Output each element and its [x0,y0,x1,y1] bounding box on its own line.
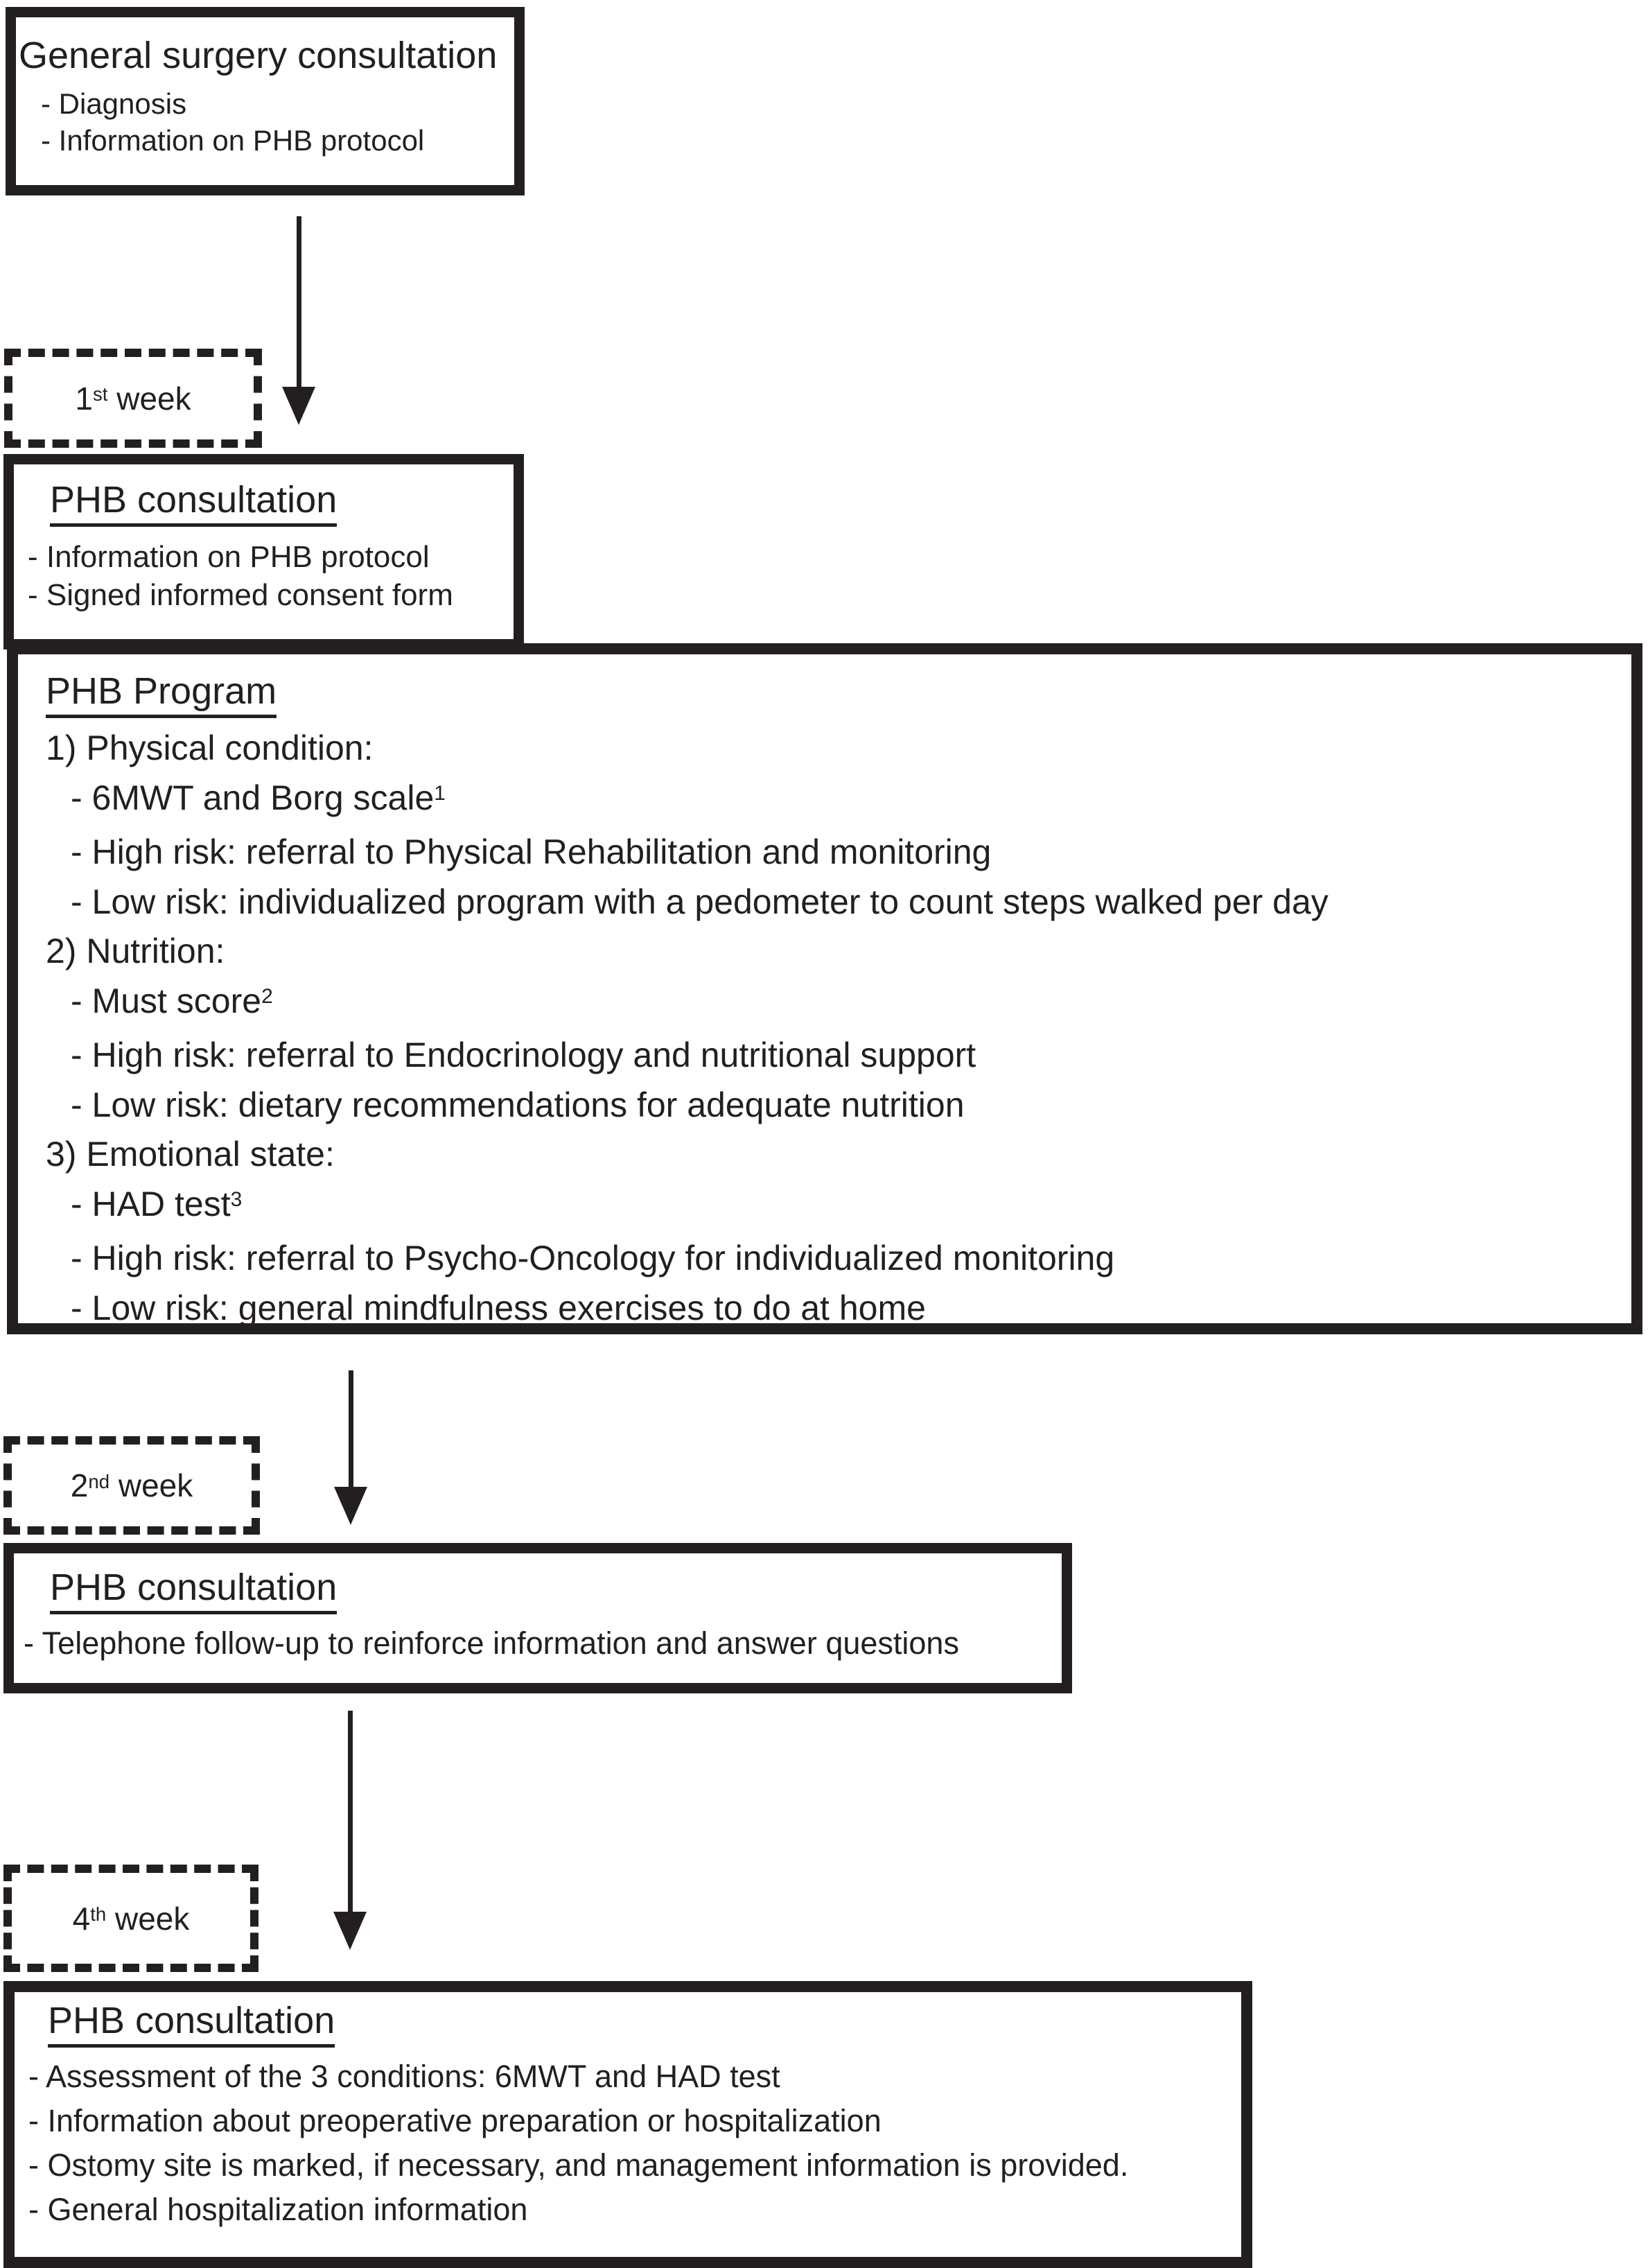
phb-consultation-week4-bullet-ostomy: - Ostomy site is marked, if necessary, a… [28,2147,1129,2183]
week-4-number: 4 [72,1900,91,1937]
week-2-number: 2 [70,1467,89,1503]
phb-consultation-week1-bullet-list: - Information on PHB protocol - Signed i… [28,538,514,614]
program-item-physical-high-risk: - High risk: referral to Physical Rehabi… [71,832,992,871]
phb-consultation-week1-box: PHB consultation - Information on PHB pr… [3,454,524,649]
general-surgery-consultation-box: General surgery consultation - Diagnosis… [6,7,525,195]
arrow-down-line-icon [349,1370,353,1487]
arrow-down-line-icon [297,216,301,387]
general-surgery-bullet-phb-info: - Information on PHB protocol [41,124,425,157]
week-2-ordinal: nd [88,1470,110,1492]
week-4-ordinal: th [90,1903,107,1926]
timeline-week-4-box: 4th week [3,1865,258,1972]
footnote-ref-3: 3 [230,1188,243,1211]
week-1-label: 1st week [75,380,191,417]
program-item-nutrition-high-risk: - High risk: referral to Endocrinology a… [71,1036,976,1074]
footnote-ref-2: 2 [261,985,273,1008]
program-item-must-score-text: - Must score [71,981,262,1020]
general-surgery-box-title: General surgery consultation [19,35,498,76]
phb-consultation-week4-heading-text: PHB consultation [48,2000,335,2048]
phb-consultation-week4-heading: PHB consultation [48,2000,1241,2048]
week-1-suffix: week [107,380,191,417]
footnote-ref-1: 1 [434,782,446,805]
phb-program-heading-text: PHB Program [46,671,277,718]
phb-consultation-week2-heading: PHB consultation [50,1567,1062,1614]
phb-consultation-week2-box: PHB consultation - Telephone follow-up t… [3,1543,1072,1693]
program-item-nutrition-low-risk: - Low risk: dietary recommendations for … [71,1085,965,1124]
arrow-down-head-icon [334,1487,367,1525]
program-item-emotional-high-risk: - High risk: referral to Psycho-Oncology… [71,1239,1115,1277]
general-surgery-bullet-diagnosis: - Diagnosis [41,87,187,120]
program-item-physical-low-risk: - Low risk: individualized program with … [71,882,1329,921]
program-item-had-test-text: - HAD test [71,1184,231,1223]
timeline-week-1-box: 1st week [4,349,262,448]
phb-program-heading: PHB Program [46,671,1631,718]
phb-consultation-week4-box: PHB consultation - Assessment of the 3 c… [3,1981,1252,2268]
phb-consultation-week2-bullet-list: - Telephone follow-up to reinforce infor… [24,1624,1062,1662]
program-item-nutrition: 2) Nutrition: [46,932,225,970]
phb-consultation-week4-bullet-hospitalization: - General hospitalization information [28,2192,528,2227]
phb-program-box: PHB Program 1) Physical condition: - 6MW… [7,643,1642,1334]
timeline-week-2-box: 2nd week [3,1436,260,1535]
phb-consultation-week1-bullet-info: - Information on PHB protocol [28,540,430,574]
program-item-had-test: - HAD test3 [18,1180,1631,1235]
phb-consultation-week1-heading-text: PHB consultation [50,480,338,527]
phb-consultation-week4-bullet-assessment: - Assessment of the 3 conditions: 6MWT a… [28,2059,780,2094]
phb-consultation-week4-bullet-list: - Assessment of the 3 conditions: 6MWT a… [28,2055,1241,2232]
arrow-down-line-icon [348,1711,353,1912]
week-1-number: 1 [75,380,93,417]
week-2-suffix: week [109,1467,193,1503]
arrow-down-head-icon [282,387,315,425]
phb-consultation-week1-heading: PHB consultation [50,480,514,527]
program-item-emotional-state: 3) Emotional state: [46,1135,335,1174]
phb-program-item-list: 1) Physical condition: - 6MWT and Borg s… [18,724,1631,1333]
arrow-down-head-icon [333,1912,367,1950]
program-item-must-score: - Must score2 [18,977,1631,1031]
week-1-ordinal: st [92,383,108,405]
week-4-suffix: week [106,1900,190,1937]
phb-consultation-week2-heading-text: PHB consultation [50,1567,338,1614]
program-item-6mwt-borg-text: - 6MWT and Borg scale [71,778,435,817]
week-4-label: 4th week [73,1900,190,1937]
phb-consultation-week1-bullet-consent: - Signed informed consent form [28,578,453,612]
week-2-label: 2nd week [71,1467,193,1504]
phb-consultation-week2-bullet-telephone: - Telephone follow-up to reinforce infor… [24,1625,959,1661]
general-surgery-bullet-list: - Diagnosis - Information on PHB protoco… [16,85,514,159]
phb-consultation-week4-bullet-preop-info: - Information about preoperative prepara… [28,2103,882,2138]
program-item-emotional-low-risk: - Low risk: general mindfulness exercise… [71,1288,926,1327]
program-item-physical-condition: 1) Physical condition: [46,729,374,767]
program-item-6mwt-borg: - 6MWT and Borg scale1 [18,774,1631,828]
